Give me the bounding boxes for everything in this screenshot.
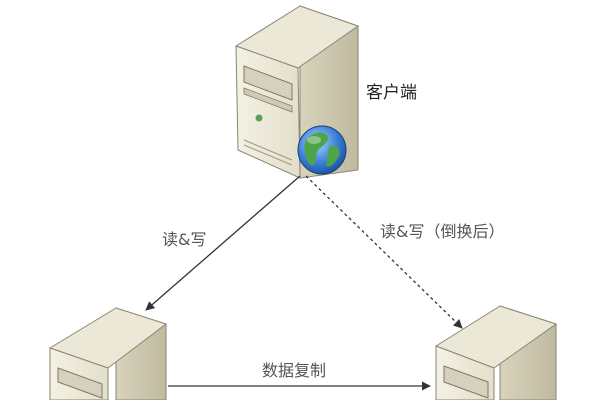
edge-client-replica bbox=[305, 175, 463, 329]
globe-icon bbox=[297, 125, 347, 175]
client-label: 客户端 bbox=[366, 83, 417, 103]
edge-label-replication: 数据复制 bbox=[262, 361, 327, 380]
edge-label-read-write: 读&写 bbox=[162, 230, 207, 249]
replica-server-icon bbox=[434, 305, 558, 400]
edge-client-primary bbox=[145, 175, 301, 311]
primary-server-icon bbox=[48, 307, 168, 400]
edge-label-read-write-failover: 读&写（倒换后） bbox=[380, 222, 505, 241]
